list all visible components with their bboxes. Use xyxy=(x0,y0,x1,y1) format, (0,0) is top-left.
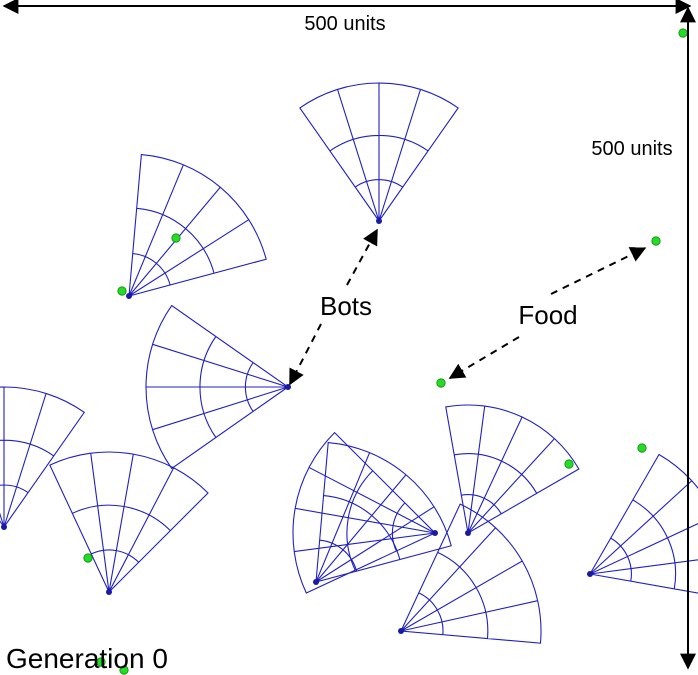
bot-vision-cone xyxy=(315,441,452,583)
bots-callout-arrow-down xyxy=(289,323,322,386)
bot-body xyxy=(126,293,132,299)
food-pellet-3 xyxy=(117,286,127,296)
bot-vision-cone xyxy=(445,404,580,534)
food-callout-arrow-up xyxy=(550,247,647,295)
food-pellet-9 xyxy=(119,665,129,675)
food-pellet-6 xyxy=(637,443,647,453)
bot-vision-cone xyxy=(49,451,209,593)
bot-vision-cone xyxy=(0,386,86,528)
bot-7 xyxy=(445,404,580,536)
food-pellet-4 xyxy=(651,236,661,246)
bot-body xyxy=(398,628,404,634)
bot-6 xyxy=(292,431,438,594)
food-pellet-8 xyxy=(83,553,93,563)
bot-body xyxy=(376,218,382,224)
bot-body xyxy=(1,524,7,530)
bot-vision-cone xyxy=(128,153,267,297)
food-pellet-1 xyxy=(678,28,688,38)
bot-vision-cone xyxy=(145,304,289,470)
bot-vision-cone xyxy=(292,431,436,594)
food-callout-arrow-down xyxy=(448,336,520,379)
bot-9 xyxy=(313,441,452,585)
bot-body xyxy=(313,579,319,585)
bot-body xyxy=(465,530,471,536)
bot-vision-cone xyxy=(400,503,542,644)
food-pellet-2 xyxy=(171,233,181,243)
food-callout-label: Food xyxy=(518,300,577,330)
bot-body xyxy=(587,571,593,577)
bot-8 xyxy=(587,453,698,594)
bot-3 xyxy=(145,304,291,470)
bot-body xyxy=(432,530,438,536)
bot-vision-cone xyxy=(299,82,459,222)
generation-label: Generation 0 xyxy=(6,643,168,674)
food-pellet-10 xyxy=(96,657,106,667)
width-dimension-label: 500 units xyxy=(304,13,385,35)
bot-4 xyxy=(0,386,86,530)
food-pellet-5 xyxy=(436,378,446,388)
bots-callout-label: Bots xyxy=(320,291,372,321)
bots-layer xyxy=(0,82,698,644)
bot-body xyxy=(285,384,291,390)
bot-1 xyxy=(299,82,459,224)
bot-body xyxy=(106,589,112,595)
bot-10 xyxy=(398,503,542,644)
bot-vision-cone xyxy=(589,453,698,594)
bots-callout-arrow-up xyxy=(346,228,378,286)
bot-5 xyxy=(49,451,209,595)
food-pellet-7 xyxy=(564,459,574,469)
height-dimension-label: 500 units xyxy=(591,138,672,160)
bot-2 xyxy=(126,153,267,299)
